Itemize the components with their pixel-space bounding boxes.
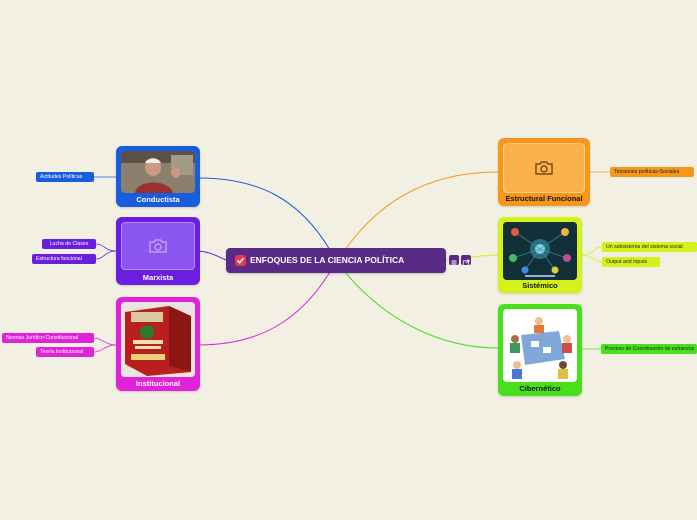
link-institucional — [197, 271, 331, 346]
sistemico-image — [503, 222, 577, 280]
leaf-normas-juridico[interactable]: Normas Jurídico-Constitucional — [2, 333, 94, 343]
root-topic[interactable]: ENFOQUES DE LA CIENCIA POLÍTICA — [226, 248, 446, 273]
leaf-output-inputs[interactable]: Output and Inputs — [602, 257, 660, 267]
leaf-teoria-institucional[interactable]: Teoría Institucional — [36, 347, 94, 357]
link-leaf-normas — [93, 337, 117, 346]
link-estructural — [344, 171, 499, 251]
branch-marxista[interactable]: Marxista — [116, 217, 200, 285]
branch-conductista[interactable]: Conductista — [116, 146, 200, 207]
leaf-lucha-de-clases[interactable]: Lucha de Clases — [42, 239, 96, 249]
conductista-image — [121, 151, 195, 193]
conductista-label: Conductista — [136, 195, 180, 204]
leaf-subsistema-social[interactable]: Un subsistema del sistema social — [602, 242, 697, 252]
estructural-label: Estructural Funcional — [505, 194, 583, 203]
estructural-image-placeholder — [503, 143, 585, 193]
camera-icon — [149, 239, 167, 253]
list-icon[interactable] — [449, 255, 459, 266]
link-leaf-output — [581, 254, 603, 263]
leaf-actitudes-politicas[interactable]: Actitudes Políticas — [36, 172, 94, 182]
link-leaf-subsistema — [581, 246, 603, 256]
institucional-label: Institucional — [135, 379, 181, 388]
sistemico-label: Sistémico — [522, 281, 558, 290]
leaf-proceso-coordinacion[interactable]: Proceso de Coordinación de esfuerzos — [601, 344, 697, 354]
link-leaf-lucha — [95, 243, 117, 252]
institucional-image — [121, 302, 195, 377]
branch-sistemico[interactable]: Sistémico — [498, 217, 582, 293]
link-cibernetico — [344, 271, 499, 349]
open-icon[interactable] — [461, 255, 471, 267]
link-leaf-teoria — [93, 344, 117, 353]
leaf-estructura-funcional[interactable]: Estructura funcional — [32, 254, 96, 264]
branch-cibernetico[interactable]: Cibernético — [498, 304, 582, 396]
cibernetico-image — [503, 309, 577, 382]
leaf-tensiones-politicas[interactable]: Tensiones políticas-Sociales — [610, 167, 694, 177]
check-icon — [235, 255, 246, 266]
link-marxista — [197, 250, 227, 261]
camera-icon — [535, 161, 553, 175]
link-leaf-estructura — [95, 250, 117, 260]
branch-institucional[interactable]: Institucional — [116, 297, 200, 391]
cibernetico-label: Cibernético — [519, 384, 561, 393]
marxista-label: Marxista — [142, 273, 174, 282]
branch-estructural-funcional[interactable]: Estructural Funcional — [498, 138, 590, 206]
root-title: ENFOQUES DE LA CIENCIA POLÍTICA — [250, 255, 405, 265]
marxista-image-placeholder — [121, 222, 195, 270]
link-conductista — [197, 177, 331, 251]
